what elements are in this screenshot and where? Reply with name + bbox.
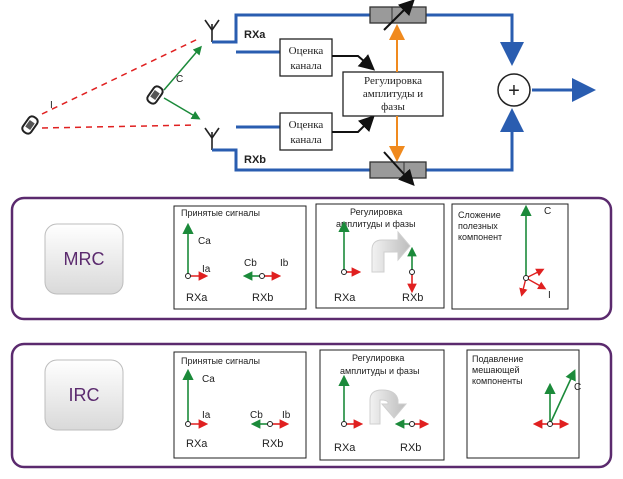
mrc-p3-line2: полезных	[458, 221, 498, 231]
mrc-p2-origin-b	[409, 269, 415, 275]
irc-p1-rxa: RXa	[186, 438, 208, 450]
irc-p3-c-vector	[549, 369, 576, 425]
irc-p1-cb: Cb	[250, 410, 263, 421]
mrc-received-panel	[173, 205, 307, 310]
attenuator-b-icon	[369, 151, 427, 186]
estimate-b-line2: канала	[290, 134, 321, 146]
irc-p2-rxa: RXa	[334, 442, 356, 454]
mrc-p1-ca: Ca	[198, 236, 211, 247]
irc-p3-line1: Подавление	[472, 354, 523, 364]
mrc-mode-label: MRC	[64, 249, 105, 269]
mrc-p1-title: Принятые сигналы	[181, 208, 260, 218]
mrc-p2-title1: Регулировка	[350, 207, 402, 217]
mrc-mode-button[interactable]	[44, 223, 124, 295]
irc-p2-title2: амплитуды и фазы	[340, 366, 419, 376]
useful-path-b	[163, 97, 201, 120]
irc-p3-c: C	[574, 382, 581, 393]
adjust-line2: амплитуды и	[363, 88, 423, 100]
attenuator-a-icon	[369, 0, 427, 31]
irc-p1-origin-a	[185, 421, 191, 427]
irc-p3-line2: мешающей	[472, 365, 520, 375]
mrc-p2-rxa: RXa	[334, 292, 356, 304]
mrc-p1-rxb: RXb	[252, 292, 273, 304]
antenna-a-icon	[204, 19, 220, 42]
irc-p2-origin-a	[341, 421, 347, 427]
irc-section: IRC Принятые сигналы Ca Ia Cb Ib RXa RXb…	[10, 342, 613, 469]
interference-path-b	[41, 124, 197, 129]
mrc-p3-line3: компонент	[458, 232, 502, 242]
top-block-diagram: I C RXa RXb Оценка канала Оценка канала	[21, 0, 596, 186]
irc-p1-rxb: RXb	[262, 438, 283, 450]
mrc-p1-cb: Cb	[244, 258, 257, 269]
estimate-a-arrow	[332, 54, 376, 71]
rxb-signal-line	[212, 108, 524, 172]
irc-p3-origin	[547, 421, 553, 427]
irc-p2-origin-b	[409, 421, 415, 427]
irc-p2-title1: Регулировка	[352, 353, 404, 363]
mrc-p1-origin-a	[185, 273, 191, 279]
i-label: I	[50, 100, 53, 111]
useful-path-a	[163, 45, 202, 91]
irc-p1-origin-b	[267, 421, 273, 427]
mrc-p3-line1: Сложение	[458, 210, 501, 220]
amplitude-phase-adjust-box	[342, 71, 444, 117]
interference-path-a	[41, 37, 201, 115]
mrc-combine-panel	[451, 203, 569, 310]
adjust-line1: Регулировка	[364, 75, 422, 87]
mrc-section: MRC Принятые сигналы Ca Ia Cb Ib RXa RXb…	[10, 196, 613, 321]
estimate-b-arrow	[332, 115, 375, 133]
channel-estimate-a-box	[279, 38, 333, 77]
user-phone-icon	[146, 85, 164, 105]
irc-p1-ib: Ib	[282, 410, 291, 421]
mrc-p3-i: I	[548, 290, 551, 301]
irc-p2-rxb: RXb	[400, 442, 421, 454]
adjust-line3: фазы	[381, 101, 405, 113]
irc-mode-button[interactable]	[44, 359, 124, 431]
irc-rotate-arrow-icon	[369, 389, 408, 425]
mrc-p2-rxb: RXb	[402, 292, 423, 304]
mrc-p2-origin-a	[341, 269, 347, 275]
c-label: C	[176, 74, 183, 85]
mrc-p3-c: C	[544, 206, 551, 217]
irc-p3-line3: компоненты	[472, 376, 523, 386]
estimate-a-line2: канала	[290, 60, 321, 72]
rxa-signal-line	[212, 13, 524, 66]
estimate-a-line1: Оценка	[289, 45, 324, 57]
mrc-p2-title2: амплитуды и фазы	[336, 219, 415, 229]
irc-p1-ca: Ca	[202, 374, 215, 385]
irc-adjust-panel	[319, 349, 445, 461]
rxb-label: RXb	[244, 154, 266, 166]
summing-node	[497, 73, 531, 107]
irc-suppress-panel	[466, 349, 580, 459]
mrc-p3-i-vector2	[525, 277, 547, 290]
mrc-p1-ia: Ia	[202, 264, 211, 275]
irc-received-panel	[173, 351, 307, 459]
mrc-p3-origin	[523, 275, 529, 281]
estimate-b-line1: Оценка	[289, 119, 324, 131]
irc-mode-label: IRC	[69, 385, 100, 405]
mrc-p1-rxa: RXa	[186, 292, 208, 304]
sum-symbol: +	[508, 80, 520, 102]
interferer-phone-icon	[21, 115, 39, 135]
rxa-label: RXa	[244, 29, 266, 41]
mrc-p1-origin-b	[259, 273, 265, 279]
mrc-p1-ib: Ib	[280, 258, 289, 269]
antenna-b-icon	[204, 127, 220, 150]
channel-estimate-b-box	[279, 112, 333, 151]
irc-p1-title: Принятые сигналы	[181, 356, 260, 366]
irc-p1-ia: Ia	[202, 410, 211, 421]
irc-frame	[10, 342, 613, 469]
mrc-rotate-arrow-icon	[371, 230, 411, 273]
